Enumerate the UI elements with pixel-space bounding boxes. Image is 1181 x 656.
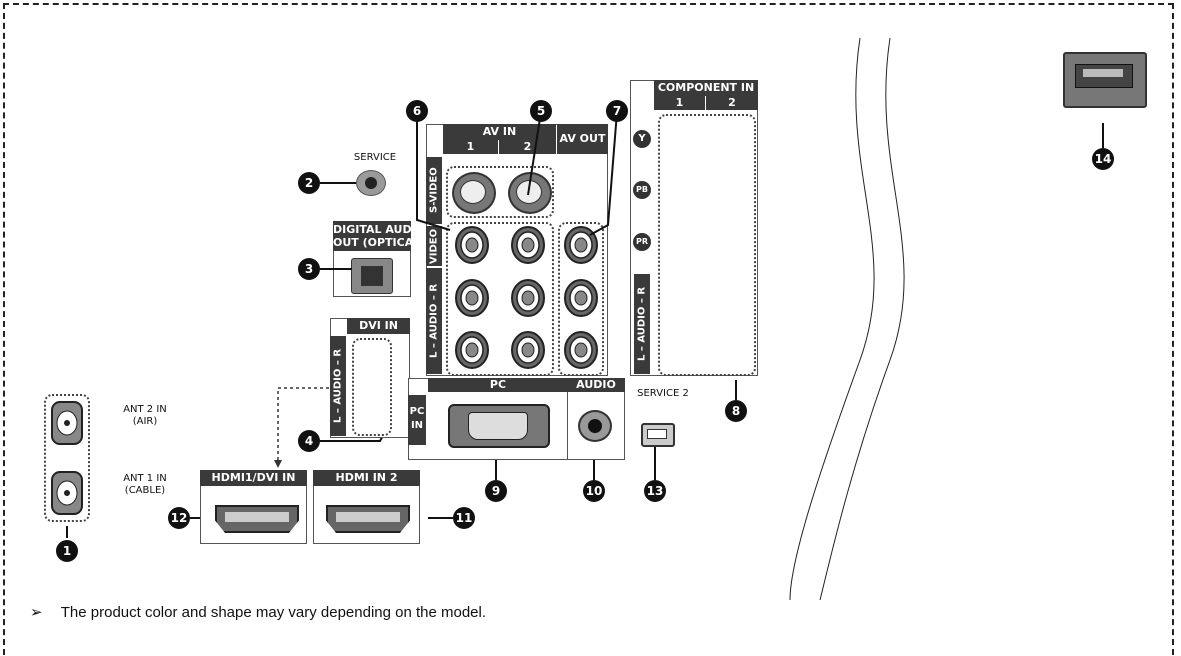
av1-audio-r-port[interactable] [455, 331, 489, 369]
s-video-port-1[interactable] [452, 172, 496, 214]
av-out-rca-group-outline [558, 222, 604, 376]
av2-audio-r-port[interactable] [511, 331, 545, 369]
component-audio-label: L – AUDIO – R [634, 274, 650, 374]
service-port[interactable] [356, 170, 386, 196]
callout-14: 14 [1092, 148, 1114, 170]
callout-9: 9 [485, 480, 507, 502]
dvi-in-banner: DVI IN [347, 318, 410, 334]
digital-audio-sublabel: OUT (OPTICAL) [333, 236, 426, 249]
av2-video-port[interactable] [511, 226, 545, 264]
pc-banner: PC [428, 378, 568, 392]
hdmi1-port[interactable] [215, 505, 299, 533]
dvi-audio-label: L – AUDIO – R [330, 336, 346, 436]
hdmi2-banner: HDMI IN 2 [313, 470, 420, 486]
component-2-label: 2 [706, 96, 758, 110]
ant2-subtitle: (AIR) [132, 416, 158, 427]
note-text: The product color and shape may vary dep… [60, 604, 487, 621]
ant1-subtitle: (CABLE) [124, 485, 166, 496]
dashed-frame [3, 3, 1174, 655]
callout-4: 4 [298, 430, 320, 452]
callout-11: 11 [453, 507, 475, 529]
callout-7: 7 [606, 100, 628, 122]
optical-port[interactable] [351, 258, 393, 294]
av-in-2-label: 2 [499, 140, 556, 154]
service2-label: SERVICE 2 [637, 388, 689, 399]
av2-audio-l-port[interactable] [511, 279, 545, 317]
av-in-rca-group-outline [446, 222, 554, 376]
ant1-label: ANT 1 IN (CABLE) [110, 473, 180, 497]
pc-audio-port[interactable] [578, 410, 612, 442]
av-in-1-label: 1 [443, 140, 499, 154]
avout-audio-l-port[interactable] [564, 279, 598, 317]
ant2-title: ANT 2 IN [123, 404, 167, 415]
av1-audio-l-port[interactable] [455, 279, 489, 317]
callout-8: 8 [725, 400, 747, 422]
s-video-group-outline [446, 166, 554, 218]
avout-audio-r-port[interactable] [564, 331, 598, 369]
ant1-title: ANT 1 IN [123, 473, 167, 484]
dvi-audio-group-outline [352, 338, 392, 436]
component-1-label: 1 [654, 96, 706, 110]
callout-6: 6 [406, 100, 428, 122]
digital-audio-banner: DIGITAL AUDIO OUT (OPTICAL) [333, 221, 426, 251]
ant2-label: ANT 2 IN (AIR) [110, 404, 180, 428]
footnote: ➢ The product color and shape may vary d… [30, 603, 486, 621]
hdmi1-banner: HDMI1/DVI IN [200, 470, 307, 486]
digital-audio-label: DIGITAL AUDIO [333, 223, 426, 236]
vga-port[interactable] [448, 404, 550, 448]
callout-12: 12 [168, 507, 190, 529]
hdmi2-port[interactable] [326, 505, 410, 533]
ant1-port[interactable] [51, 471, 83, 515]
component-y-badge: Y [633, 130, 651, 148]
component-pb-badge: PB [633, 181, 651, 199]
av1-video-port[interactable] [455, 226, 489, 264]
callout-3: 3 [298, 258, 320, 280]
callout-10: 10 [583, 480, 605, 502]
s-video-port-2[interactable] [508, 172, 552, 214]
component-pr-badge: PR [633, 233, 651, 251]
callout-5: 5 [530, 100, 552, 122]
av-out-banner: AV OUT [557, 124, 608, 154]
component-in-banner: COMPONENT IN [654, 80, 758, 96]
callout-2: 2 [298, 172, 320, 194]
service-label: SERVICE [353, 152, 397, 163]
callout-1: 1 [56, 540, 78, 562]
av-in-banner: AV IN [443, 124, 556, 140]
usb-service2-port[interactable] [641, 423, 675, 447]
note-arrow-icon: ➢ [30, 604, 43, 621]
component-group-outline [658, 114, 756, 376]
ant2-port[interactable] [51, 401, 83, 445]
callout-13: 13 [644, 480, 666, 502]
side-hdmi-port[interactable] [1063, 52, 1147, 108]
audio-banner: AUDIO [567, 378, 625, 392]
pc-in-label: PC IN [408, 395, 426, 445]
avout-video-port[interactable] [564, 226, 598, 264]
callout-leader-lines [66, 111, 1104, 538]
antenna-group-outline [44, 394, 90, 522]
